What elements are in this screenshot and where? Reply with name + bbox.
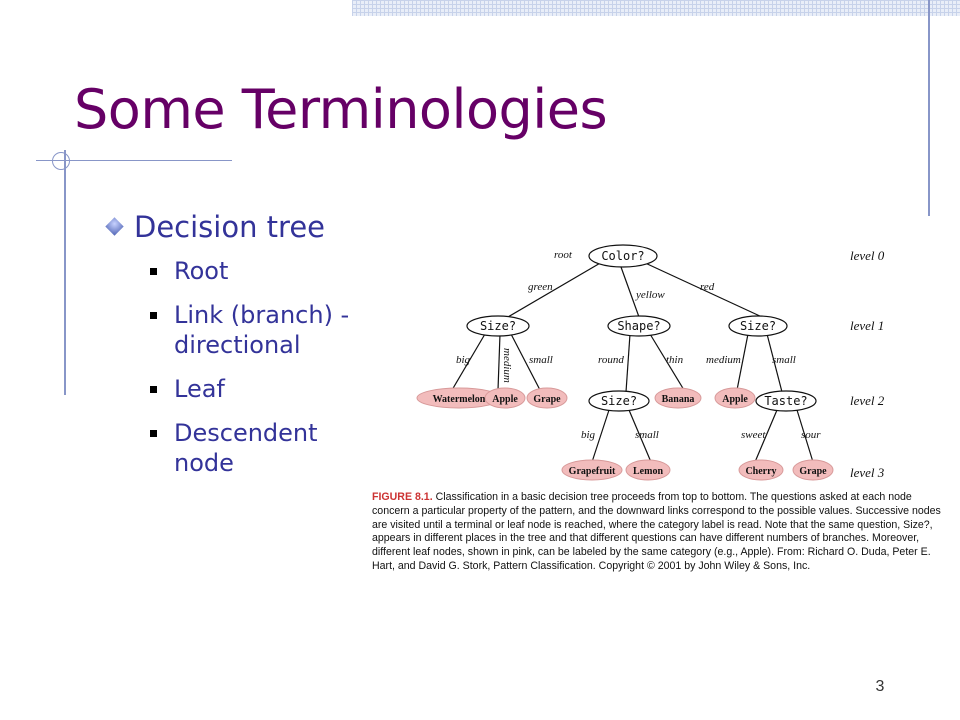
leaf-banana bbox=[654, 387, 702, 409]
edge-medium-right bbox=[736, 333, 749, 391]
diamond-bullet-icon bbox=[105, 217, 124, 236]
level-2-label: level 2 bbox=[850, 393, 885, 408]
decorative-grid-band bbox=[352, 0, 960, 16]
edge-small-mid bbox=[628, 409, 652, 463]
edge-big-mid bbox=[591, 409, 610, 463]
node-shape-label: Shape? bbox=[617, 319, 660, 333]
figure-caption-text: Classification in a basic decision tree … bbox=[372, 491, 941, 572]
leaf-grapefruit-label: Grapefruit bbox=[569, 466, 616, 477]
edge-label-small-mid: small bbox=[635, 429, 659, 441]
edge-red bbox=[642, 261, 763, 318]
sub-bullet-text: Leaf bbox=[174, 375, 225, 403]
figure-caption: FIGURE 8.1. Classification in a basic de… bbox=[372, 491, 944, 574]
figure-caption-label: FIGURE 8.1. bbox=[372, 491, 433, 503]
sub-bullet-list: Root Link (branch) - directional Leaf De… bbox=[108, 256, 368, 478]
decorative-vertical-line-left bbox=[64, 150, 66, 395]
decorative-vertical-line-right bbox=[928, 0, 930, 216]
edge-label-small-left: small bbox=[529, 354, 553, 366]
root-label: root bbox=[554, 249, 573, 261]
edge-sour bbox=[796, 409, 814, 463]
leaf-grape-left-label: Grape bbox=[533, 394, 561, 405]
leaf-apple-left bbox=[484, 387, 526, 409]
sub-bullet-text: Link (branch) - directional bbox=[174, 301, 350, 359]
edge-medium-left bbox=[497, 333, 501, 391]
decision-tree-figure: Color? Size? Shape? Size? Size? Taste? W… bbox=[364, 218, 948, 610]
node-color bbox=[588, 244, 658, 268]
edge-label-big-mid: big bbox=[581, 429, 596, 441]
decision-tree-diagram: Color? Size? Shape? Size? Size? Taste? W… bbox=[416, 244, 885, 481]
leaf-lemon-label: Lemon bbox=[633, 466, 663, 477]
sub-bullet-root: Root bbox=[108, 256, 368, 286]
leaf-lemon bbox=[625, 459, 671, 481]
edge-label-thin: thin bbox=[666, 354, 684, 366]
leaf-cherry bbox=[738, 459, 784, 481]
edge-small-left bbox=[510, 333, 541, 391]
edge-round bbox=[625, 333, 631, 393]
level-1-label: level 1 bbox=[850, 318, 884, 333]
leaf-grape-right bbox=[792, 459, 834, 481]
edge-label-sweet: sweet bbox=[741, 429, 766, 441]
leaf-grapefruit bbox=[561, 459, 623, 481]
edge-label-round: round bbox=[598, 354, 624, 366]
node-taste-label: Taste? bbox=[764, 394, 807, 408]
node-size-right bbox=[728, 315, 788, 337]
decorative-horizontal-line bbox=[36, 160, 232, 161]
sub-bullet-leaf: Leaf bbox=[108, 374, 368, 404]
node-size-mid-label: Size? bbox=[601, 394, 637, 408]
leaf-apple-right-label: Apple bbox=[722, 394, 748, 405]
edge-small-right bbox=[766, 333, 783, 393]
edge-label-green: green bbox=[528, 281, 553, 293]
bullet-list: Decision tree Root Link (branch) - direc… bbox=[105, 210, 368, 492]
edge-green bbox=[507, 261, 603, 318]
tree-edges bbox=[451, 261, 814, 463]
edge-label-yellow: yellow bbox=[635, 289, 665, 301]
leaf-grape-right-label: Grape bbox=[799, 466, 827, 477]
leaf-watermelon-label: Watermelon bbox=[433, 394, 486, 405]
leaf-banana-label: Banana bbox=[662, 394, 695, 405]
sub-bullet-link: Link (branch) - directional bbox=[108, 300, 368, 360]
node-taste bbox=[755, 390, 817, 412]
edge-label-red: red bbox=[700, 281, 715, 293]
square-bullet-icon bbox=[150, 268, 157, 275]
leaf-grape-left bbox=[526, 387, 568, 409]
bullet-decision-tree: Decision tree bbox=[105, 210, 368, 244]
node-size-right-label: Size? bbox=[740, 319, 776, 333]
bullet-label: Decision tree bbox=[134, 210, 326, 244]
square-bullet-icon bbox=[150, 430, 157, 437]
node-size-left bbox=[466, 315, 530, 337]
decorative-circle bbox=[52, 152, 70, 170]
node-size-left-label: Size? bbox=[480, 319, 516, 333]
leaf-apple-right bbox=[714, 387, 756, 409]
square-bullet-icon bbox=[150, 386, 157, 393]
edge-label-big-left: big bbox=[456, 354, 471, 366]
sub-bullet-text: Root bbox=[174, 257, 229, 285]
sub-bullet-descendent: Descendent node bbox=[108, 418, 368, 478]
edge-label-sour: sour bbox=[801, 429, 821, 441]
decision-nodes bbox=[466, 244, 817, 412]
edge-sweet bbox=[754, 409, 778, 463]
edge-label-medium-left: medium bbox=[501, 348, 513, 383]
edge-thin bbox=[649, 333, 685, 391]
level-3-label: level 3 bbox=[850, 465, 885, 480]
node-size-mid bbox=[588, 390, 650, 412]
slide-title: Some Terminologies bbox=[74, 78, 608, 141]
edge-label-medium-right: medium bbox=[706, 354, 741, 366]
level-0-label: level 0 bbox=[850, 248, 885, 263]
node-shape bbox=[607, 315, 671, 337]
sub-bullet-text: Descendent node bbox=[174, 419, 318, 477]
leaf-cherry-label: Cherry bbox=[745, 466, 776, 477]
leaf-apple-left-label: Apple bbox=[492, 394, 518, 405]
edge-big-left bbox=[451, 333, 486, 391]
edge-yellow bbox=[620, 266, 640, 318]
page-number: 3 bbox=[875, 678, 885, 695]
node-color-label: Color? bbox=[601, 249, 644, 263]
edge-label-small-right: small bbox=[772, 354, 796, 366]
square-bullet-icon bbox=[150, 312, 157, 319]
leaf-nodes bbox=[416, 387, 834, 481]
